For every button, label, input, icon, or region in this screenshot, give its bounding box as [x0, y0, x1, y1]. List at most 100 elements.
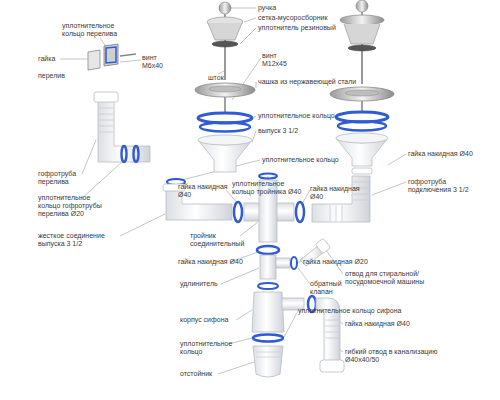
part-label: винт М6х40 [142, 54, 178, 70]
strainer-left [219, 2, 231, 14]
extender [276, 258, 290, 268]
tee-connector [259, 174, 277, 179]
part-label: гайка накидная Ø40 [178, 183, 228, 199]
siphon-body [253, 346, 283, 377]
part-label: тройник соединительный [190, 232, 242, 248]
part-label: уплотнительное кольцо [180, 340, 230, 356]
part-label: отстойник [180, 370, 212, 378]
leader-line [256, 82, 257, 88]
strainer-right [336, 133, 388, 143]
leader-line [60, 8, 406, 374]
leader-line [388, 154, 406, 165]
part-label: шток [208, 74, 224, 82]
strainer-left [200, 123, 250, 132]
leader-line [372, 182, 406, 195]
tee-connector [234, 202, 242, 222]
part-label: уплотнитель резиновый [258, 24, 336, 32]
strainer-right [356, 0, 368, 12]
strainer-right [340, 15, 384, 25]
extender [291, 257, 297, 269]
overflow-plate [88, 44, 136, 70]
part-label: отвод для стиральной/ посудомоечной маши… [345, 270, 437, 286]
siphon-body [252, 283, 316, 377]
strainer-right [344, 24, 380, 44]
extender [257, 246, 279, 254]
overflow-plate [104, 44, 118, 66]
part-label: гибкий отвод в канализацию Ø40х40/50 [345, 348, 445, 364]
part-label: гофротруба подключения 3 1/2 [408, 178, 488, 194]
overflow-corrugated-pipe [94, 92, 118, 102]
strainer-left [208, 23, 242, 40]
part-label: обратный клапан [310, 280, 356, 296]
overflow-plate [106, 47, 116, 63]
flexible-drain-hose [325, 320, 339, 338]
part-label: уплотнительное кольцо перелива [62, 22, 134, 38]
flexible-drain-hose [320, 360, 344, 372]
leader-line [120, 60, 141, 62]
part-label: гайка [38, 55, 55, 63]
strainer-right [330, 87, 394, 101]
part-label: перелив [38, 72, 65, 80]
leader-line [218, 362, 254, 374]
part-label: гайка накидная Ø40 [345, 320, 410, 328]
strainer-left [212, 41, 238, 47]
part-label: корпус сифона [180, 316, 228, 324]
part-label: сетка-мусоросборник [258, 14, 328, 22]
strainer-right [352, 168, 372, 174]
leader-line [236, 310, 252, 320]
leader-line [302, 190, 310, 204]
leader-line [298, 268, 310, 284]
siphon-body [256, 352, 280, 357]
part-label: удлинитель [180, 280, 218, 288]
extender [315, 238, 330, 254]
leader-line [120, 214, 165, 236]
overflow-corrugated-pipe [134, 146, 139, 162]
part-label: гайка накидная Ø40 [178, 258, 243, 266]
part-label: гофротруба перелива [38, 170, 82, 186]
strainer-left [224, 97, 226, 112]
tee-connector [296, 202, 304, 222]
overflow-corrugated-pipe [94, 92, 150, 162]
strainer-left [198, 135, 252, 145]
overflow-corrugated-pipe [99, 108, 113, 132]
part-label: ручка [258, 4, 276, 12]
strainer-right [338, 122, 386, 131]
leader-line [230, 8, 256, 9]
extender [260, 255, 276, 279]
overflow-plate [120, 54, 136, 56]
part-label: гайка накидная Ø40 [408, 150, 473, 158]
strainer-left [195, 2, 255, 172]
leader-line [252, 131, 256, 142]
leader-line [240, 28, 256, 44]
siphon-body [253, 335, 283, 342]
siphon-body [258, 283, 278, 289]
leader-line [240, 222, 258, 236]
part-label: уплотнительное кольцо тройника Ø40 [232, 180, 304, 196]
leader-line [244, 18, 256, 22]
strainer-right [348, 45, 376, 51]
rigid-outlet-elbow [166, 188, 232, 220]
part-label: уплотнительное кольцо сифона [298, 307, 402, 315]
strainer-right [361, 101, 363, 112]
strainer-right [330, 0, 394, 174]
part-label: винт М12х45 [262, 52, 296, 68]
part-label: уплотнительное кольцо гофротрубы перелив… [38, 194, 114, 218]
part-label: гайка накидная Ø20 [303, 258, 368, 266]
part-label: уплотнительное кольцо [262, 156, 339, 164]
strainer-left [209, 86, 241, 92]
strainer-left [195, 83, 255, 97]
leader-line [284, 311, 298, 337]
part-label: уплотнительное кольцо [258, 112, 335, 120]
siphon-body [252, 292, 284, 332]
leader-line [60, 59, 88, 60]
part-label: чашка из нержавеющей стали [258, 78, 356, 86]
leader-line [82, 140, 96, 174]
part-label: выпуск 3 1/2 [258, 127, 298, 135]
overflow-corrugated-pipe [122, 146, 127, 162]
overflow-corrugated-pipe [98, 98, 150, 162]
leader-line [228, 338, 252, 344]
strainer-right [345, 90, 379, 96]
overflow-plate [88, 50, 100, 70]
